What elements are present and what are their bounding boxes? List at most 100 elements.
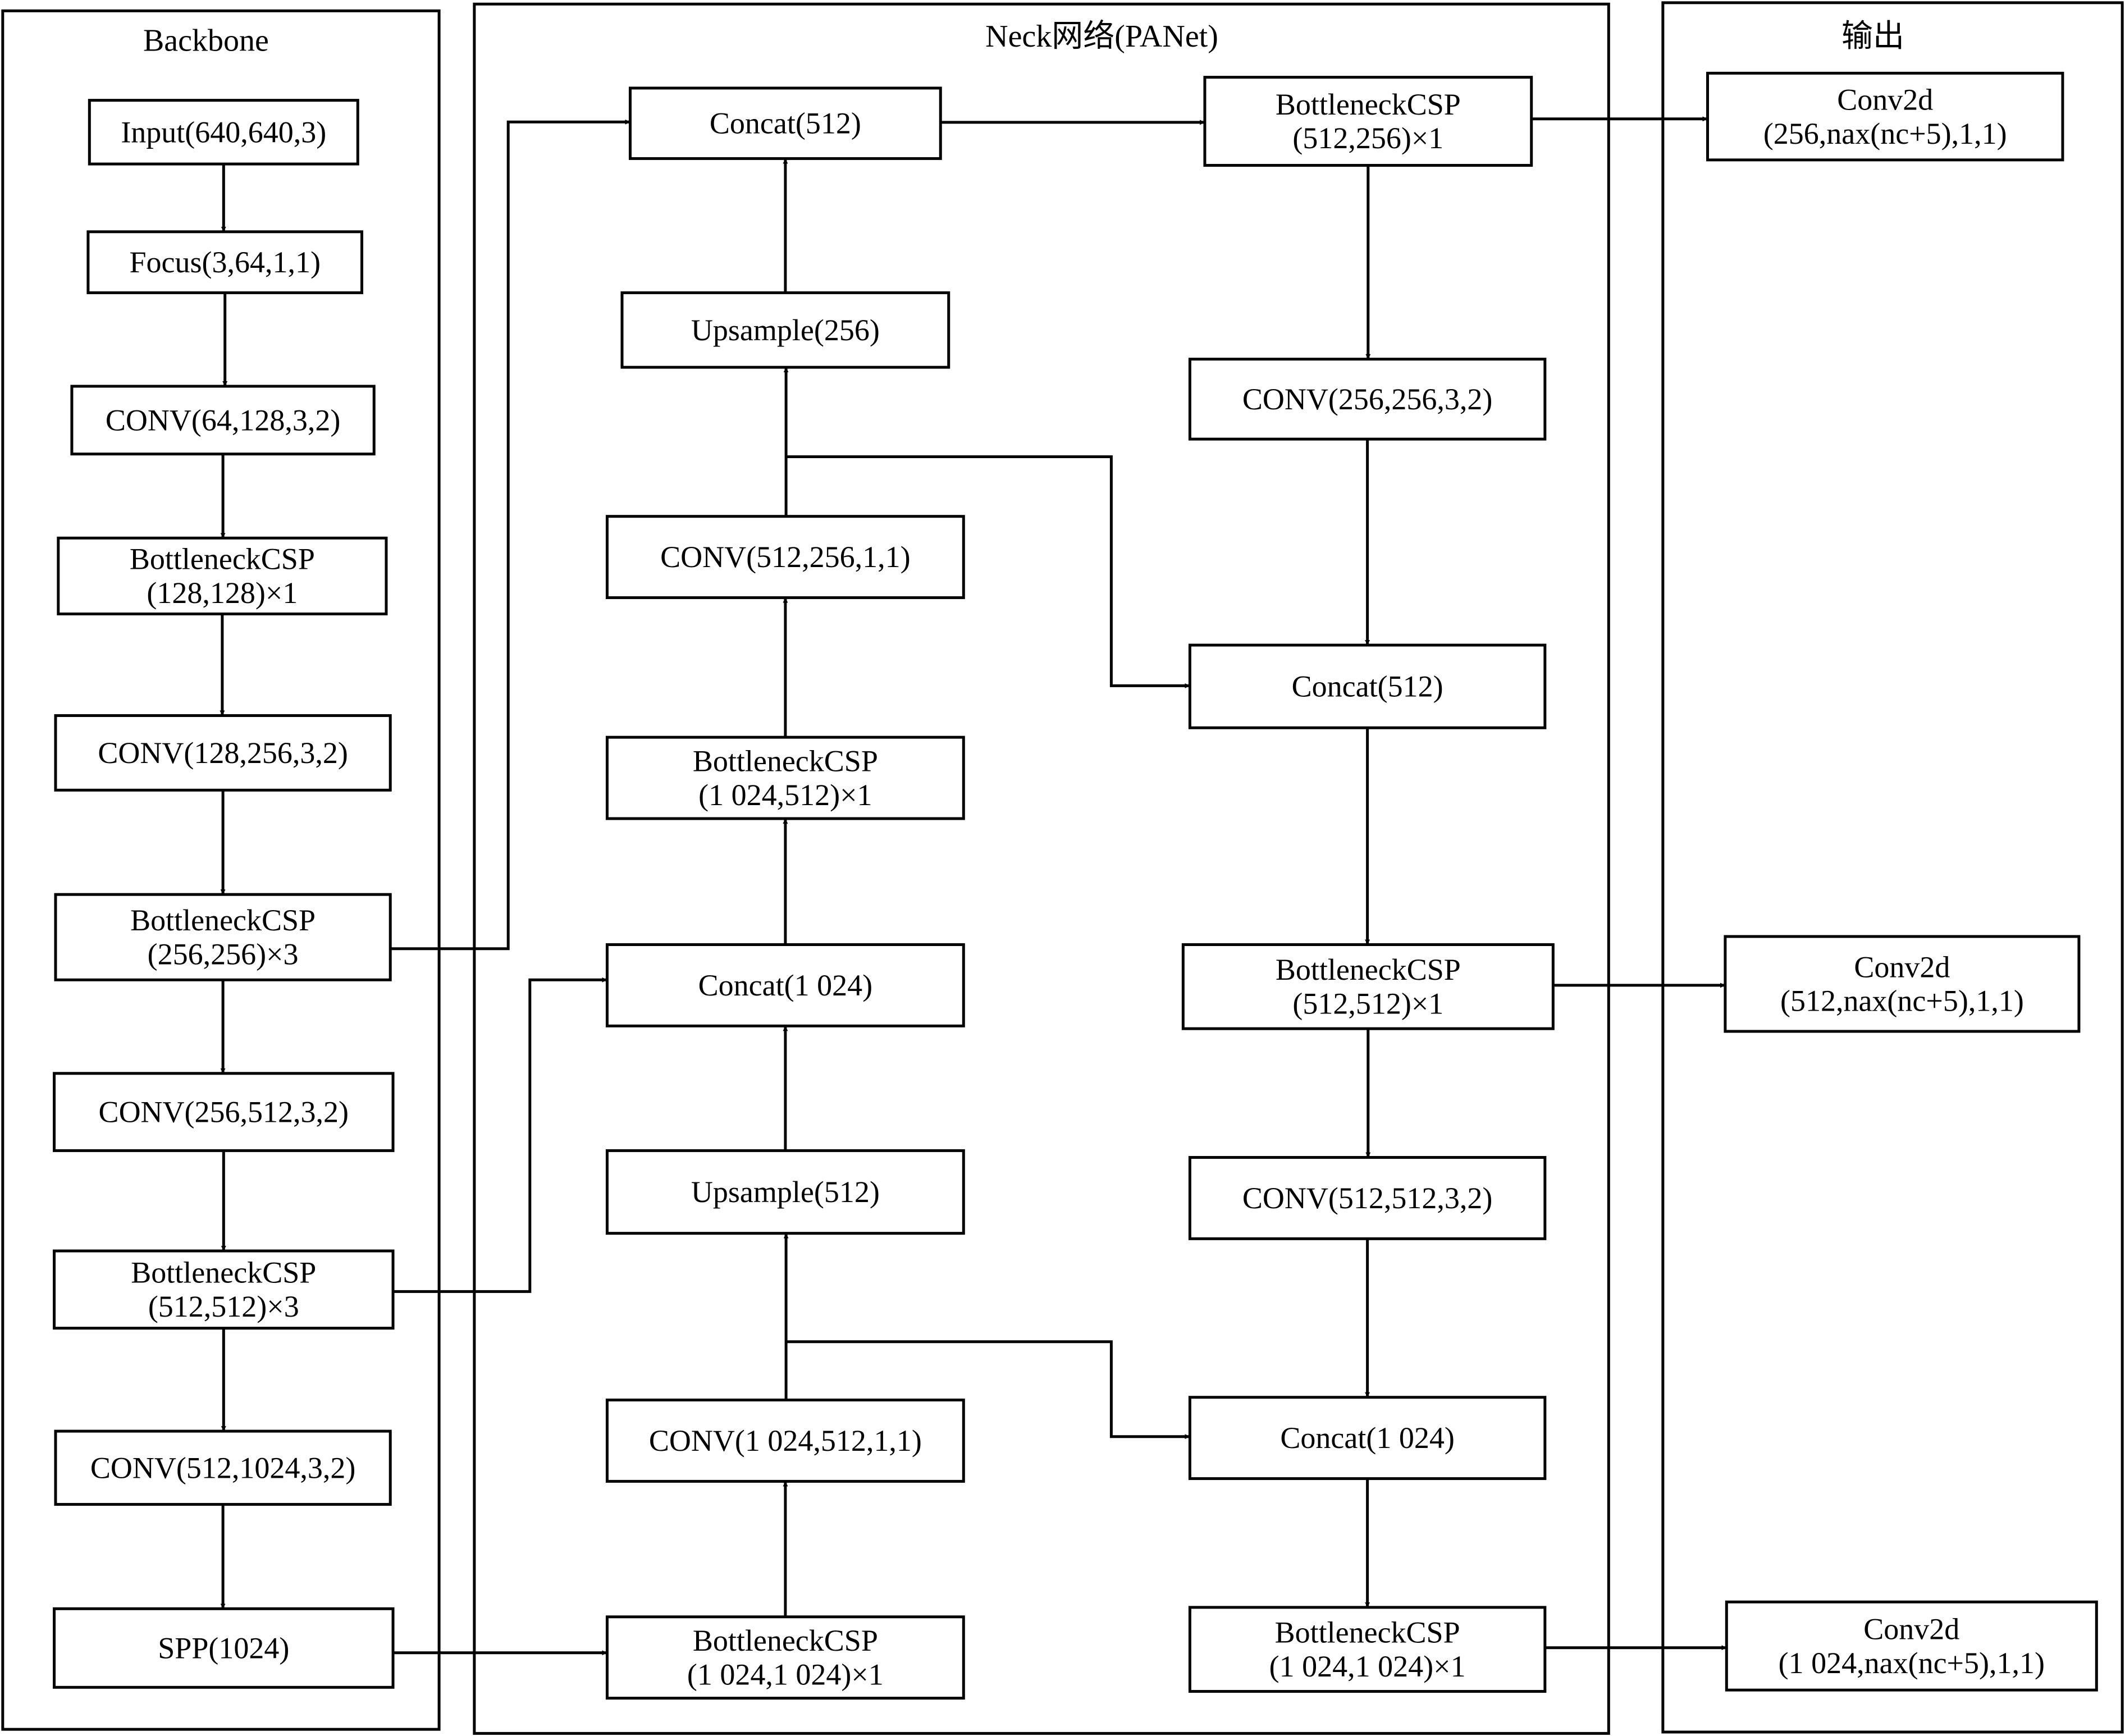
node-label: Focus(3,64,1,1) — [129, 245, 320, 279]
node-label: BottleneckCSP — [693, 744, 878, 778]
node-r_concat1024: Concat(1 024) — [1188, 1396, 1547, 1481]
node-label: (512,512)×1 — [1292, 986, 1443, 1020]
node-box — [1203, 76, 1533, 167]
panel-frame — [1661, 1, 2124, 1734]
node-label: (1 024,1 024)×1 — [1269, 1650, 1466, 1683]
node-conv2: CONV(128,256,3,2) — [54, 714, 392, 792]
node-label: BottleneckCSP — [1276, 88, 1461, 121]
node-label: BottleneckCSP — [131, 1256, 316, 1290]
node-box — [53, 1607, 395, 1689]
node-label: Upsample(512) — [691, 1175, 880, 1209]
panel-title: Backbone — [143, 23, 269, 58]
node-label: (128,128)×1 — [147, 576, 298, 610]
node-box — [605, 943, 965, 1027]
node-box — [605, 515, 965, 600]
node-bcsp1: BottleneckCSP(128,128)×1 — [57, 536, 388, 615]
node-spp: SPP(1024) — [53, 1607, 395, 1689]
node-box — [1724, 935, 2081, 1033]
node-box — [53, 1072, 395, 1152]
node-n_bcsp1024_512: BottleneckCSP(1 024,512)×1 — [605, 735, 965, 820]
node-label: CONV(256,256,3,2) — [1242, 382, 1492, 416]
node-label: Conv2d — [1837, 83, 1933, 116]
node-r_conv256: CONV(256,256,3,2) — [1188, 358, 1547, 441]
node-box — [605, 1149, 965, 1235]
node-label: (1 024,nax(nc+5),1,1) — [1779, 1646, 2045, 1680]
node-label: CONV(512,1024,3,2) — [90, 1451, 355, 1484]
node-box — [605, 1399, 965, 1483]
node-label: BottleneckCSP — [693, 1624, 878, 1657]
node-conv4: CONV(512,1024,3,2) — [54, 1429, 392, 1506]
panel-title: 输出 — [1841, 19, 1904, 54]
node-box — [1188, 1396, 1547, 1481]
node-label: Conv2d — [1863, 1612, 1959, 1646]
node-label: (256,256)×3 — [148, 937, 299, 971]
node-label: Concat(1 024) — [1280, 1421, 1454, 1455]
node-r_concat512: Concat(512) — [1188, 643, 1547, 729]
node-o_conv512: Conv2d(512,nax(nc+5),1,1) — [1724, 935, 2081, 1033]
node-label: Input(640,640,3) — [121, 115, 326, 149]
node-box — [70, 385, 376, 456]
node-label: BottleneckCSP — [1275, 1616, 1460, 1650]
node-label: (512,256)×1 — [1292, 121, 1443, 155]
node-box — [1706, 71, 2064, 162]
node-label: BottleneckCSP — [130, 542, 315, 576]
node-label: CONV(1 024,512,1,1) — [649, 1424, 922, 1458]
node-n_concat1024: Concat(1 024) — [605, 943, 965, 1027]
node-label: CONV(512,256,1,1) — [660, 540, 910, 574]
node-label: (512,512)×3 — [148, 1290, 299, 1323]
node-n_bcsp1024_1024: BottleneckCSP(1 024,1 024)×1 — [605, 1615, 965, 1700]
edge-bcsp3-to-n_concat1024 — [393, 977, 607, 1293]
node-focus: Focus(3,64,1,1) — [86, 230, 364, 294]
panel-output: 输出 — [1661, 1, 2124, 1734]
node-label: CONV(256,512,3,2) — [99, 1095, 349, 1129]
node-conv3: CONV(256,512,3,2) — [53, 1072, 395, 1152]
node-box — [88, 99, 359, 166]
node-r_bcsp512_256: BottleneckCSP(512,256)×1 — [1203, 76, 1533, 167]
node-o_conv256: Conv2d(256,nax(nc+5),1,1) — [1706, 71, 2064, 162]
node-label: CONV(128,256,3,2) — [98, 736, 348, 770]
node-r_conv512: CONV(512,512,3,2) — [1188, 1155, 1547, 1240]
node-r_bcsp1024_1024: BottleneckCSP(1 024,1 024)×1 — [1188, 1606, 1547, 1693]
node-n_concat512: Concat(512) — [628, 86, 942, 160]
node-box — [605, 1615, 965, 1700]
node-n_conv512_256: CONV(512,256,1,1) — [605, 515, 965, 600]
panel-frame — [1, 9, 441, 1731]
node-label: (1 024,1 024)×1 — [687, 1657, 884, 1691]
node-conv1: CONV(64,128,3,2) — [70, 385, 376, 456]
node-label: BottleneckCSP — [1276, 953, 1461, 986]
panel-backbone: Backbone — [1, 9, 441, 1731]
edge-n_conv1024_512-to-r_concat1024 — [786, 1340, 1190, 1440]
node-box — [605, 735, 965, 820]
node-box — [1725, 1600, 2098, 1692]
edge-n_conv512_256-to-r_concat512 — [786, 455, 1190, 688]
node-box — [1188, 358, 1547, 441]
node-label: CONV(64,128,3,2) — [106, 403, 340, 437]
node-label: Concat(512) — [710, 107, 861, 140]
panel-title: Neck网络(PANet) — [985, 19, 1218, 54]
node-box — [57, 536, 388, 615]
node-n_up512: Upsample(512) — [605, 1149, 965, 1235]
node-box — [620, 291, 950, 369]
node-box — [54, 1429, 392, 1506]
node-box — [54, 714, 392, 792]
node-label: (512,nax(nc+5),1,1) — [1780, 984, 2024, 1018]
node-box — [1188, 1606, 1547, 1693]
node-label: Concat(1 024) — [698, 968, 872, 1002]
node-bcsp3: BottleneckCSP(512,512)×3 — [53, 1249, 395, 1330]
node-box — [1188, 1155, 1547, 1240]
node-box — [1181, 943, 1555, 1030]
node-box — [54, 893, 392, 981]
node-o_conv1024: Conv2d(1 024,nax(nc+5),1,1) — [1725, 1600, 2098, 1692]
node-box — [86, 230, 364, 294]
node-n_up256: Upsample(256) — [620, 291, 950, 369]
panel-frame — [473, 2, 1610, 1735]
node-bcsp2: BottleneckCSP(256,256)×3 — [54, 893, 392, 981]
node-label: Concat(512) — [1292, 670, 1443, 703]
node-label: CONV(512,512,3,2) — [1242, 1181, 1492, 1215]
panel-neck: Neck网络(PANet) — [473, 2, 1610, 1735]
node-label: SPP(1024) — [158, 1631, 289, 1665]
edge-bcsp2-to-n_concat512 — [390, 119, 630, 951]
node-n_conv1024_512: CONV(1 024,512,1,1) — [605, 1399, 965, 1483]
node-box — [53, 1249, 395, 1330]
node-label: Upsample(256) — [691, 313, 880, 347]
